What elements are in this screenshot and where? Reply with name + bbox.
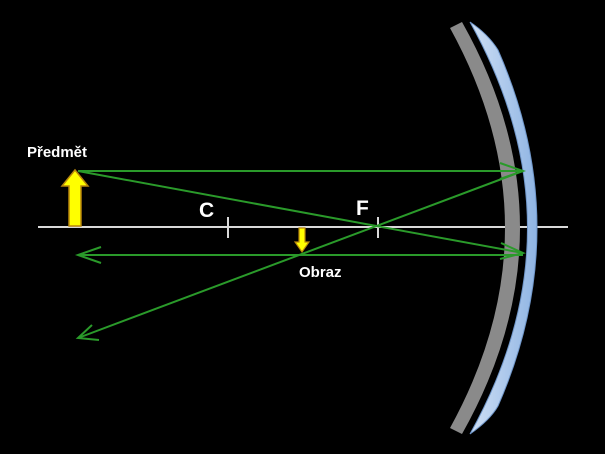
ray-parallel-reflected-arrowhead <box>74 246 102 264</box>
image-label: Obraz <box>299 264 342 281</box>
ray-through-focus-reflected-arrowhead <box>75 324 100 341</box>
image-arrow <box>293 227 311 254</box>
object-label: Předmět <box>27 144 87 161</box>
object-arrow <box>60 168 90 227</box>
rays <box>74 162 527 341</box>
ray-through-focus-incident <box>77 170 524 254</box>
concave-mirror <box>450 21 538 435</box>
focus-label: F <box>356 197 369 220</box>
center-label: C <box>199 199 214 222</box>
ray-through-focus-incident-arrowhead <box>499 242 526 260</box>
